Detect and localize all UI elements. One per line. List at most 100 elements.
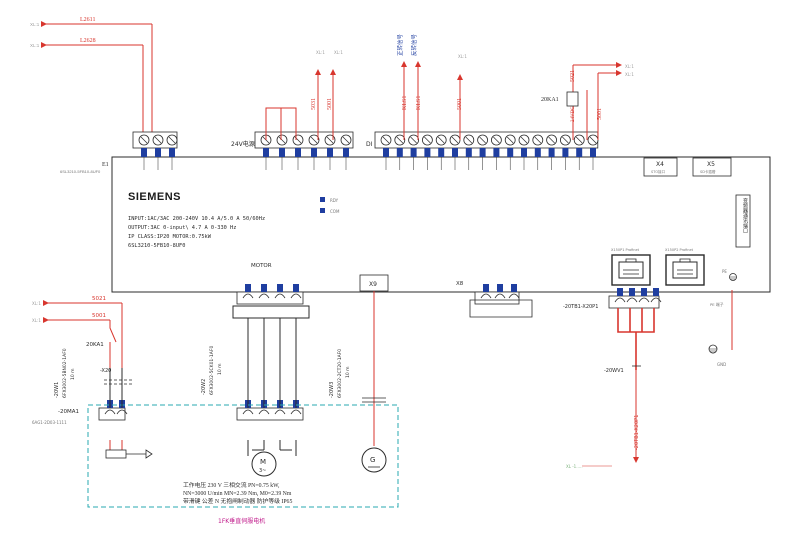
svg-text:XL:1: XL:1	[625, 64, 634, 69]
x5-label: X5	[707, 161, 715, 168]
motor-symbol-phase: 3~	[259, 468, 266, 474]
x5-sub: SD卡插槽	[700, 169, 716, 174]
profinet-destination: -20TB1-X20P1	[634, 415, 640, 450]
rating-line-1: INPUT:1AC/3AC 200-240V 10.4 A/5.0 A 50/6…	[128, 216, 265, 222]
terminal-screw	[394, 134, 406, 170]
servo-motor-icon	[251, 451, 277, 477]
x4-sub: STO接口	[651, 169, 666, 174]
x9-label: X9	[369, 281, 377, 288]
svg-text:XL:1: XL:1	[458, 54, 467, 59]
terminal-screw	[504, 134, 516, 170]
svg-text:XL:1: XL:1	[32, 301, 41, 306]
brake-side-terminal-strip	[98, 400, 128, 421]
brake-ma-tag: -20MA1	[58, 409, 79, 415]
terminal-strips-top	[132, 131, 599, 170]
tag-kls1b: KLS1	[416, 96, 422, 110]
motor-cable-model: 6FX3002-5CK01-1AF0	[209, 346, 215, 395]
siemens-logo: SIEMENS	[128, 191, 181, 203]
terminal-screw	[463, 134, 475, 170]
motor-cable-wires	[232, 305, 310, 456]
encoder-symbol-g: G	[370, 456, 375, 464]
drive-model-tag: 6SL3210-5FB10-8UF0	[60, 169, 101, 174]
top-chinese-labels: 正转信号 反转信号	[396, 33, 418, 56]
profinet-cable-id: -20WV1	[604, 368, 624, 374]
di-strip-label: DI	[366, 141, 373, 148]
x8-bus	[469, 299, 533, 318]
rating-line-2: OUTPUT:3AC 0-input\ 4.7 A 0-330 Hz	[128, 225, 236, 231]
svg-text:XL:1: XL:1	[30, 22, 40, 27]
terminal-screw	[560, 134, 571, 170]
svg-text:XL:1: XL:1	[625, 72, 634, 77]
brake-terminal-tag: -X20	[100, 368, 111, 374]
drive-id: E1	[102, 162, 109, 168]
x8-label: X8	[456, 281, 464, 287]
brake-cable-id: -20W1	[54, 382, 60, 398]
profinet-terminal-tag: -20TB1-X20P1	[563, 304, 598, 310]
terminal-screw	[490, 134, 502, 170]
drive-unit-frame	[111, 156, 771, 293]
profinet-port-2-label: X150P2 Profinet	[665, 248, 694, 252]
terminal-screw	[380, 134, 392, 170]
terminal-screw	[166, 134, 178, 170]
terminal-strip-di	[374, 131, 599, 170]
motor-enclosure	[87, 404, 399, 508]
profinet-wiring: -20TB1-X20P1 -20WV1 -20TB1-X20P1	[563, 304, 655, 463]
brake-tag-5021: 5021	[92, 296, 106, 302]
profinet-ports: X150P1 Profinet X150P2 Profinet PE	[611, 248, 737, 286]
label-forward-signal: 正转信号	[396, 33, 404, 56]
terminal-screw	[532, 134, 544, 170]
rating-plate: INPUT:1AC/3AC 200-240V 10.4 A/5.0 A 50/6…	[128, 216, 265, 249]
status-led-com	[320, 208, 325, 213]
top-signal-tags: 5031 5001 KLS1 KLS1 5001 5021 5001 20KA1…	[311, 70, 603, 122]
power-strip-label: 24V电源	[231, 140, 255, 148]
terminal-screw	[477, 134, 489, 170]
encoder-icon	[361, 447, 387, 473]
top-signal-wires	[315, 61, 622, 140]
rating-line-4: 6SL3210-5FB10-8UF0	[128, 243, 185, 249]
brake-cable-length: 10 m	[70, 368, 76, 380]
terminal-screw	[276, 134, 288, 170]
brake-ma-model: 6AG1-2D03-1111	[32, 420, 67, 425]
motor-side-terminal-strip	[236, 400, 304, 421]
terminal-screw	[340, 134, 352, 170]
terminal-screw	[435, 134, 447, 170]
encoder-cable-labels: -20W3 6FX3002-2CT20-1AF0 10 m	[329, 349, 351, 398]
terminal-screw	[408, 134, 420, 170]
brake-relay-tag: 20KA1	[86, 342, 104, 348]
power-bridge-wire	[265, 107, 297, 140]
status-led-rdy	[320, 197, 325, 202]
x4-box	[643, 157, 678, 177]
tag-5001c: 5001	[597, 108, 603, 120]
svg-text:XL:1: XL:1	[30, 43, 40, 48]
tag-kls1a: KLS1	[402, 96, 408, 110]
x8-terminal-strip	[474, 284, 520, 305]
terminal-screw	[138, 134, 150, 170]
ground-leg: PE 端子 GND	[708, 290, 733, 367]
x4-label: X4	[656, 161, 664, 168]
terminal-strips-bottom	[98, 284, 662, 421]
spec-line-3: 带滑键 公差 N 无抱闸制动器 防护等级 IP65	[183, 497, 292, 505]
rating-line-3: IP CLASS:IP20 MOTOR:0.75kW	[128, 234, 212, 240]
brake-tag-5001: 5001	[92, 313, 106, 319]
motor-caption: 1FK垂直伺服电机	[218, 517, 265, 525]
profinet-terminal-strip	[608, 288, 662, 309]
pe-terminal-tag: PE 端子	[710, 302, 724, 307]
terminal-screw	[546, 134, 557, 170]
tag-5001a: 5001	[327, 98, 333, 110]
status-led-com-label: COM	[330, 209, 340, 214]
terminal-strip-mains	[132, 131, 178, 170]
terminal-screw	[421, 134, 433, 170]
motor-symbol-m: M	[260, 458, 266, 466]
status-led-rdy-label: RDY	[330, 198, 339, 203]
motor-cable-length: 10 m	[217, 363, 223, 375]
terminal-strip-24v	[254, 131, 354, 170]
motor-spec-text: 工作电压 230 V 三相交流 PN=0.75 kW, NN=3000 U/mi…	[183, 481, 292, 505]
spec-line-2: NN=3000 U/min MN=2.39 Nm, M0=2.39 Nm	[183, 491, 292, 497]
terminal-screw	[308, 134, 320, 170]
profinet-port-1-label: X150P1 Profinet	[611, 248, 640, 252]
motor-terminal-strip	[236, 284, 304, 305]
ground-symbol-icon	[729, 273, 737, 281]
encoder-cable-model: 6FX3002-2CT20-1AF0	[337, 349, 343, 398]
spec-line-1: 工作电压 230 V 三相交流 PN=0.75 kW,	[183, 481, 280, 489]
ground-label: PE	[722, 269, 727, 274]
